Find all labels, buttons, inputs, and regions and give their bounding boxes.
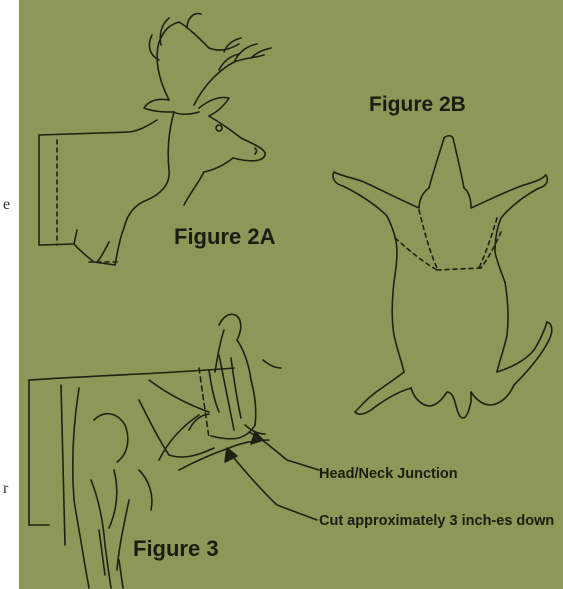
edge-text-fragment: r [3, 480, 8, 498]
figure-2a-label: Figure 2A [174, 224, 275, 250]
figure-2b-label: Figure 2B [369, 93, 466, 117]
cut-annotation: Cut approximately 3 inch-es down [319, 513, 559, 530]
figure-2b-hide-drawing [333, 136, 552, 418]
head-neck-annotation: Head/Neck Junction [319, 466, 458, 482]
deer-caping-illustration [19, 0, 563, 589]
edge-text-fragment: e [3, 196, 10, 214]
figure-3-label: Figure 3 [133, 536, 219, 562]
diagram-panel: Figure 2B Figure 2A Figure 3 Head/Neck J… [19, 0, 563, 589]
